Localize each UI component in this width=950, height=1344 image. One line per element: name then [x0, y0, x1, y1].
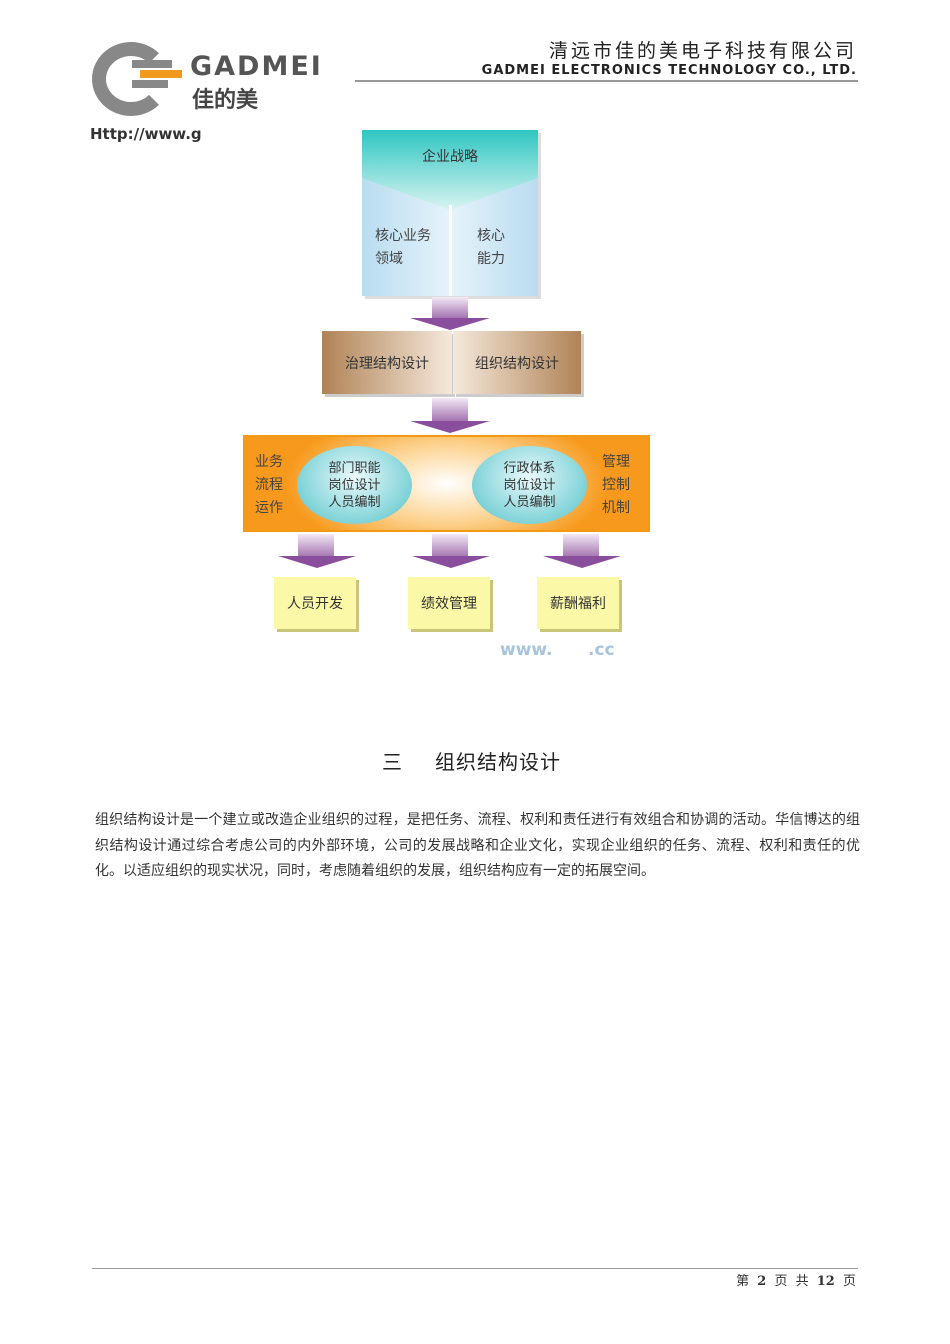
text: 运作	[255, 500, 283, 516]
text: 业务	[255, 454, 283, 470]
arrow-head-icon	[278, 556, 356, 568]
core-capability-label: 核心能力	[477, 225, 505, 271]
text: 机制	[602, 500, 630, 516]
arrow-down-icon	[563, 534, 599, 558]
arrow-head-icon	[412, 556, 490, 568]
dept-ellipse: 部门职能岗位设计人员编制	[297, 446, 412, 524]
governance-box: 治理结构设计	[322, 331, 452, 394]
footer-rule	[92, 1268, 858, 1269]
text: 核心	[477, 228, 505, 244]
total-pages: 12	[816, 1274, 835, 1289]
current-page: 2	[757, 1274, 767, 1289]
output-compensation: 薪酬福利	[537, 577, 619, 629]
text: 岗位设计	[503, 477, 556, 493]
strategy-label: 企业战略	[422, 149, 478, 165]
arrow-down-icon	[432, 398, 468, 422]
gadmei-logo-icon	[92, 42, 170, 116]
output-performance: 绩效管理	[408, 577, 490, 629]
company-name-en: GADMEI ELECTRONICS TECHNOLOGY CO., LTD.	[481, 63, 857, 78]
text: 部门职能	[328, 460, 381, 476]
divider	[449, 205, 452, 296]
text: 流程	[255, 477, 283, 493]
output-hr-development: 人员开发	[274, 577, 356, 629]
text: 人员编制	[503, 494, 556, 510]
section-number: 三	[382, 750, 402, 774]
text: 管理	[602, 454, 630, 470]
logo-url: Http://www.g	[90, 125, 202, 143]
text: 控制	[602, 477, 630, 493]
text: 第	[736, 1274, 750, 1289]
text: 核心业务	[375, 228, 431, 244]
arrow-head-icon	[543, 556, 621, 568]
left-side-label: 业务流程运作	[255, 451, 283, 520]
org-structure-box: 组织结构设计	[453, 331, 581, 394]
header-rule	[355, 80, 858, 82]
text: 能力	[477, 251, 505, 267]
arrow-down-icon	[432, 297, 468, 319]
admin-ellipse: 行政体系岗位设计人员编制	[472, 446, 587, 524]
text: 页 共	[774, 1274, 809, 1289]
logo-cn: 佳的美	[192, 88, 259, 113]
section-title: 组织结构设计	[435, 750, 561, 774]
arrow-head-icon	[410, 421, 490, 433]
text: 人员编制	[328, 494, 381, 510]
arrow-head-icon	[410, 318, 490, 330]
company-name-cn: 清远市佳的美电子科技有限公司	[548, 40, 857, 62]
text: 行政体系	[503, 460, 556, 476]
arrow-down-icon	[298, 534, 334, 558]
text: 领域	[375, 251, 403, 267]
logo-bar-orange	[140, 70, 182, 78]
text: 页	[842, 1274, 856, 1289]
logo-bar	[132, 80, 168, 88]
section-body: 组织结构设计是一个建立或改造企业组织的过程，是把任务、流程、权利和责任进行有效组…	[95, 812, 860, 879]
logo-bar	[132, 60, 172, 68]
page-number: 第 2 页 共 12 页	[736, 1274, 856, 1290]
logo-brand: GADMEI	[190, 51, 323, 82]
right-side-label: 管理控制机制	[602, 451, 630, 520]
watermark: www. .cc	[500, 640, 615, 660]
core-business-label: 核心业务领域	[375, 225, 431, 271]
arrow-down-icon	[432, 534, 468, 558]
text: 岗位设计	[328, 477, 381, 493]
